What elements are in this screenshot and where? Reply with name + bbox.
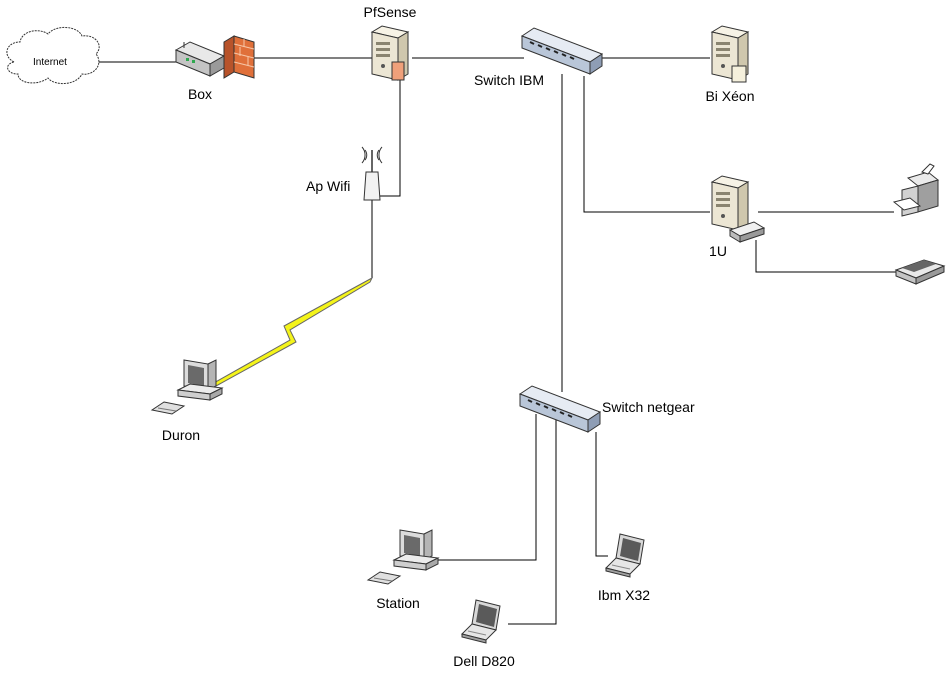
- network-card-icon: [728, 221, 766, 243]
- internet-label: Internet: [33, 57, 67, 68]
- server-icon: [711, 175, 749, 231]
- link-switch-ibm-1u: [583, 76, 710, 213]
- link-netgear-station: [430, 414, 537, 561]
- box-label: Box: [188, 86, 212, 102]
- link-netgear-ibm-x32: [595, 432, 608, 557]
- station-node: Station: [367, 529, 439, 611]
- switch-icon: [521, 27, 603, 75]
- dell-d820-node: Dell D820: [453, 599, 515, 669]
- laptop-icon: [461, 599, 501, 644]
- one-u-node: 1U: [709, 175, 766, 259]
- ap-wifi-node: Ap Wifi: [306, 146, 383, 201]
- one-u-label: 1U: [709, 243, 727, 259]
- ibm-x32-label: Ibm X32: [598, 587, 650, 603]
- ibm-x32-node: Ibm X32: [598, 533, 650, 603]
- laptop-icon: [605, 533, 645, 578]
- lightning-bolt-icon: [210, 276, 374, 387]
- link-1u-scanner: [755, 240, 896, 273]
- printer-icon: [892, 163, 940, 217]
- switch-icon: [519, 385, 601, 433]
- pfsense-node: PfSense: [364, 4, 417, 81]
- dell-d820-label: Dell D820: [453, 653, 515, 669]
- desktop-computer-icon: [367, 529, 439, 585]
- duron-label: Duron: [162, 427, 200, 443]
- bi-xeon-node: Bi Xéon: [705, 25, 755, 104]
- connections: [98, 57, 896, 625]
- wireless-access-point-icon: [361, 146, 383, 201]
- bi-xeon-label: Bi Xéon: [705, 88, 754, 104]
- duron-node: Duron: [151, 359, 223, 443]
- switch-ibm-label: Switch IBM: [474, 72, 544, 88]
- modem-icon: [174, 41, 226, 77]
- switch-ibm-node: Switch IBM: [474, 27, 603, 88]
- pfsense-label: PfSense: [364, 4, 417, 20]
- switch-netgear-label: Switch netgear: [602, 399, 695, 415]
- desktop-computer-icon: [151, 359, 223, 415]
- station-label: Station: [376, 595, 420, 611]
- box-node: Box: [174, 41, 226, 102]
- firewall-icon: [223, 35, 255, 79]
- firewall-icon: [391, 61, 405, 81]
- ap-wifi-label: Ap Wifi: [306, 178, 350, 194]
- scanner-icon: [894, 259, 946, 285]
- link-pfsense-ap-wifi: [378, 80, 401, 197]
- link-netgear-dell-d820: [508, 420, 557, 625]
- cloud-icon: [6, 27, 100, 84]
- internet-cloud: Internet: [6, 27, 100, 84]
- switch-netgear-node: Switch netgear: [519, 385, 695, 433]
